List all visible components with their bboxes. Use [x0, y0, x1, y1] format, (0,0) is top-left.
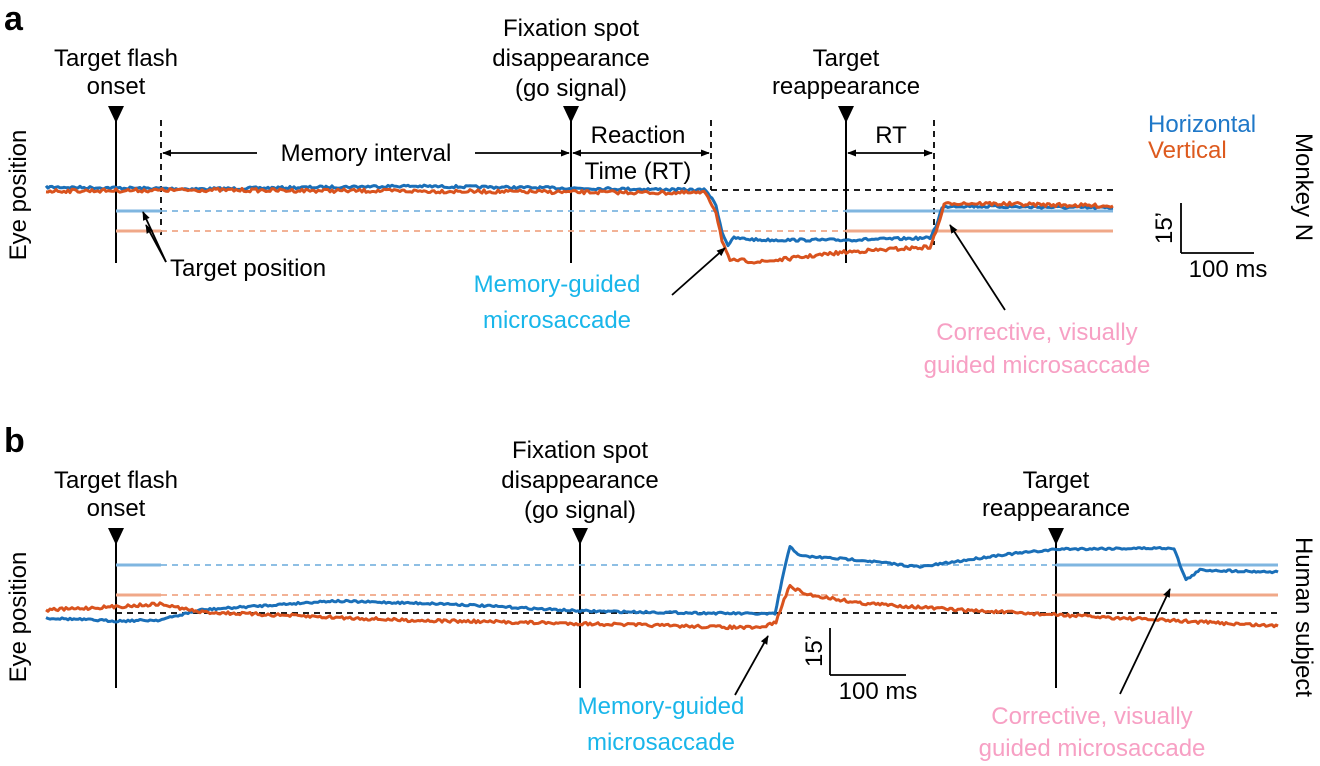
memory-guided-label-b-line2: microsaccade: [587, 729, 735, 756]
corrective-arrow-b: [1119, 588, 1171, 695]
memory-guided-label-a-line1: Memory-guided: [474, 271, 641, 298]
event-target-reappearance-line1: Target: [813, 45, 880, 72]
corrective-label-a-line2: guided microsaccade: [924, 352, 1151, 379]
event-target-flash-line1: Target flash: [54, 45, 178, 72]
event-target-reappearance-line2: reappearance: [772, 73, 920, 100]
memory-guided-arrow-a: [671, 247, 726, 296]
event-b-target-reappearance-line2: reappearance: [982, 495, 1130, 522]
corrective-arrow-a: [949, 224, 1006, 311]
target-position-label: Target position: [170, 255, 326, 282]
memory-guided-label-b-line1: Memory-guided: [578, 693, 745, 720]
panel-a-ylabel: Eye position: [5, 130, 32, 261]
memory-interval-label: Memory interval: [281, 140, 452, 167]
event-b-marker-go-signal: [572, 528, 588, 688]
eye-trace-vertical-a: [45, 186, 1114, 265]
event-b-go-signal-line2: disappearance: [501, 467, 658, 494]
scale-y-label-a: 15’: [1151, 212, 1178, 244]
eye-trace-vertical-b: [45, 584, 1279, 631]
panel-b-letter: b: [4, 422, 25, 460]
reaction-time-label-line1: Reaction: [591, 122, 686, 149]
event-b-target-reappearance-line1: Target: [1023, 467, 1090, 494]
scale-y-label-b: 15’: [801, 635, 828, 667]
event-go-signal-line3: (go signal): [515, 75, 627, 102]
scale-bar-a: 15’ 100 ms: [1151, 203, 1267, 283]
scale-bar-b: 15’ 100 ms: [801, 628, 917, 705]
corrective-label-b-line2: guided microsaccade: [979, 735, 1206, 762]
panel-b: b Eye position Human subject Target flas…: [4, 422, 1317, 762]
event-marker-target-reappearance: [838, 106, 854, 263]
scale-x-label-a: 100 ms: [1189, 256, 1268, 283]
event-b-go-signal-line3: (go signal): [524, 497, 636, 524]
event-target-flash-line2: onset: [87, 73, 146, 100]
reaction-time-label-line2: Time (RT): [585, 158, 692, 185]
event-b-go-signal-line1: Fixation spot: [512, 437, 648, 464]
memory-guided-label-a-line2: microsaccade: [483, 307, 631, 334]
legend-horizontal: Horizontal: [1148, 111, 1256, 138]
legend-vertical: Vertical: [1148, 137, 1227, 164]
event-b-target-flash-line2: onset: [87, 495, 146, 522]
panel-a-subject: Monkey N: [1290, 133, 1317, 241]
eye-trace-horizontal-b: [45, 545, 1279, 624]
event-b-marker-target-reappearance: [1048, 528, 1064, 688]
corrective-label-b-line1: Corrective, visually: [991, 703, 1192, 730]
memory-guided-arrow-b: [734, 635, 769, 696]
scale-x-label-b: 100 ms: [839, 678, 918, 705]
event-marker-target-flash: [108, 106, 124, 263]
event-b-marker-target-flash: [108, 528, 124, 688]
corrective-label-a-line1: Corrective, visually: [936, 319, 1137, 346]
event-marker-go-signal: [563, 106, 579, 263]
target-position-arrow-2: [142, 211, 167, 263]
panel-a: a Eye position Monkey N Target flash ons…: [4, 0, 1317, 379]
rt-label: RT: [875, 122, 907, 149]
panel-b-ylabel: Eye position: [5, 552, 32, 683]
event-b-target-flash-line1: Target flash: [54, 467, 178, 494]
panel-b-subject: Human subject: [1290, 537, 1317, 697]
event-go-signal-line2: disappearance: [492, 45, 649, 72]
panel-a-letter: a: [4, 0, 24, 38]
event-go-signal-line1: Fixation spot: [503, 15, 639, 42]
